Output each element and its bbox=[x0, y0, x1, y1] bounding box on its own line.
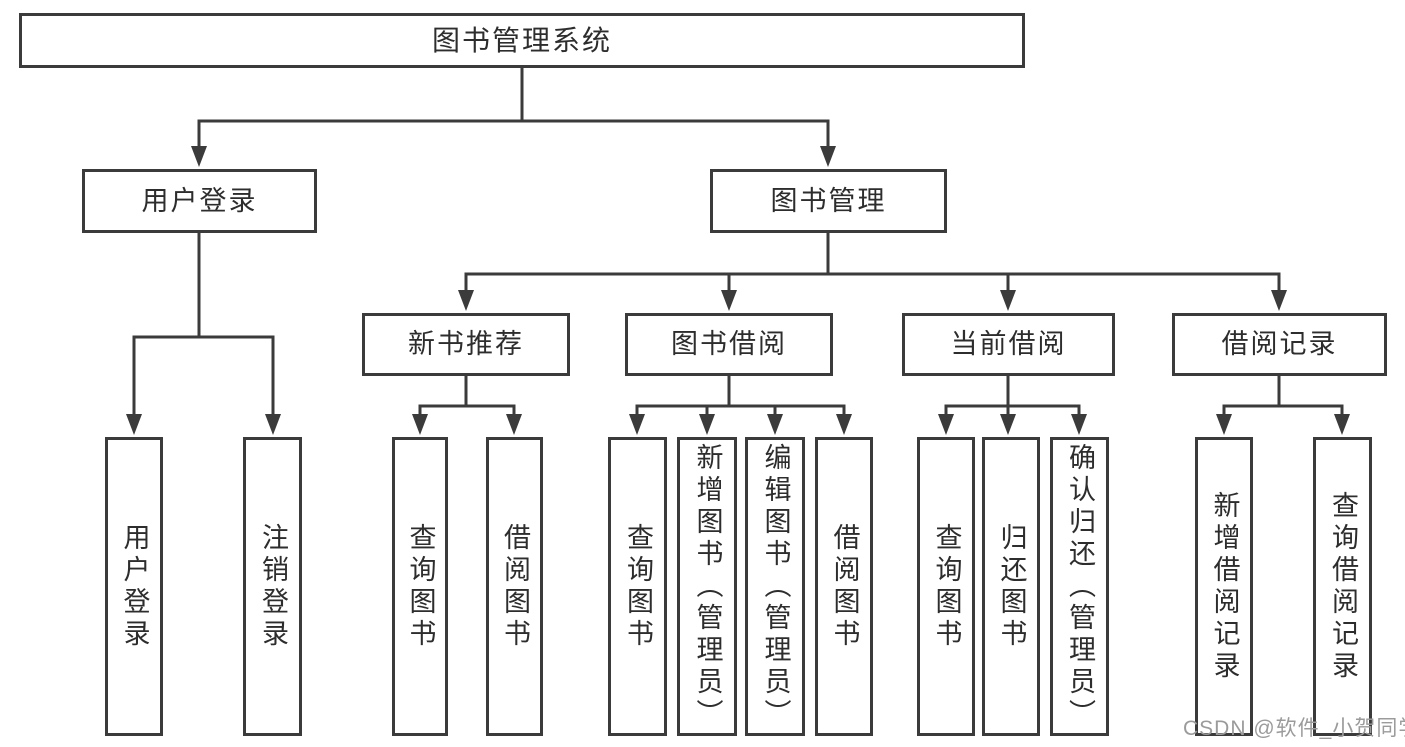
node-root: 图书管理系统 bbox=[19, 13, 1025, 68]
leaf-label: 确认归还（管理员） bbox=[1065, 442, 1095, 731]
node-label: 新书推荐 bbox=[408, 329, 524, 359]
leaf-label: 新增借阅记录 bbox=[1209, 490, 1240, 683]
node-label: 用户登录 bbox=[141, 185, 258, 216]
arrowheads bbox=[126, 146, 1350, 435]
leaf-user-login: 用户登录 bbox=[105, 437, 163, 736]
node-label: 图书管理 bbox=[770, 185, 887, 216]
leaf-label: 借阅图书 bbox=[500, 522, 530, 651]
leaf-add-books-admin: 新增图书（管理员） bbox=[677, 437, 737, 736]
leaf-label: 查询图书 bbox=[405, 522, 436, 651]
leaf-query-books-borrowing: 查询图书 bbox=[608, 437, 667, 736]
leaf-confirm-return-admin: 确认归还（管理员） bbox=[1050, 437, 1109, 736]
leaf-label: 新增图书（管理员） bbox=[692, 442, 723, 731]
leaf-query-books-recommend: 查询图书 bbox=[392, 437, 448, 736]
node-label: 借阅记录 bbox=[1221, 329, 1338, 359]
leaf-label: 编辑图书（管理员） bbox=[760, 442, 791, 731]
leaf-return-books: 归还图书 bbox=[982, 437, 1040, 736]
node-new-book-recommend: 新书推荐 bbox=[362, 313, 570, 376]
leaf-borrow-books-borrowing: 借阅图书 bbox=[815, 437, 873, 736]
node-label: 图书借阅 bbox=[671, 329, 787, 359]
leaf-logout: 注销登录 bbox=[243, 437, 302, 736]
leaf-add-borrow-record: 新增借阅记录 bbox=[1195, 437, 1253, 736]
leaf-borrow-books-recommend: 借阅图书 bbox=[486, 437, 543, 736]
node-label: 当前借阅 bbox=[950, 329, 1067, 359]
leaf-label: 查询借阅记录 bbox=[1328, 490, 1358, 683]
leaf-label: 归还图书 bbox=[996, 522, 1027, 651]
leaf-label: 借阅图书 bbox=[829, 522, 860, 651]
node-root-label: 图书管理系统 bbox=[431, 24, 612, 56]
node-user-login-module: 用户登录 bbox=[82, 169, 317, 233]
leaf-label: 用户登录 bbox=[119, 522, 150, 651]
node-current-borrowing: 当前借阅 bbox=[902, 313, 1115, 376]
leaf-query-borrow-record: 查询借阅记录 bbox=[1313, 437, 1372, 736]
leaf-label: 注销登录 bbox=[258, 522, 288, 651]
leaf-label: 查询图书 bbox=[931, 522, 962, 651]
leaf-edit-books-admin: 编辑图书（管理员） bbox=[745, 437, 805, 736]
leaf-query-books-current: 查询图书 bbox=[917, 437, 975, 736]
leaf-label: 查询图书 bbox=[623, 522, 653, 651]
node-book-management-module: 图书管理 bbox=[710, 169, 947, 233]
node-borrow-records: 借阅记录 bbox=[1172, 313, 1387, 376]
node-book-borrowing: 图书借阅 bbox=[625, 313, 833, 376]
watermark-text: CSDN @软件_小贺同学 bbox=[1183, 717, 1405, 740]
